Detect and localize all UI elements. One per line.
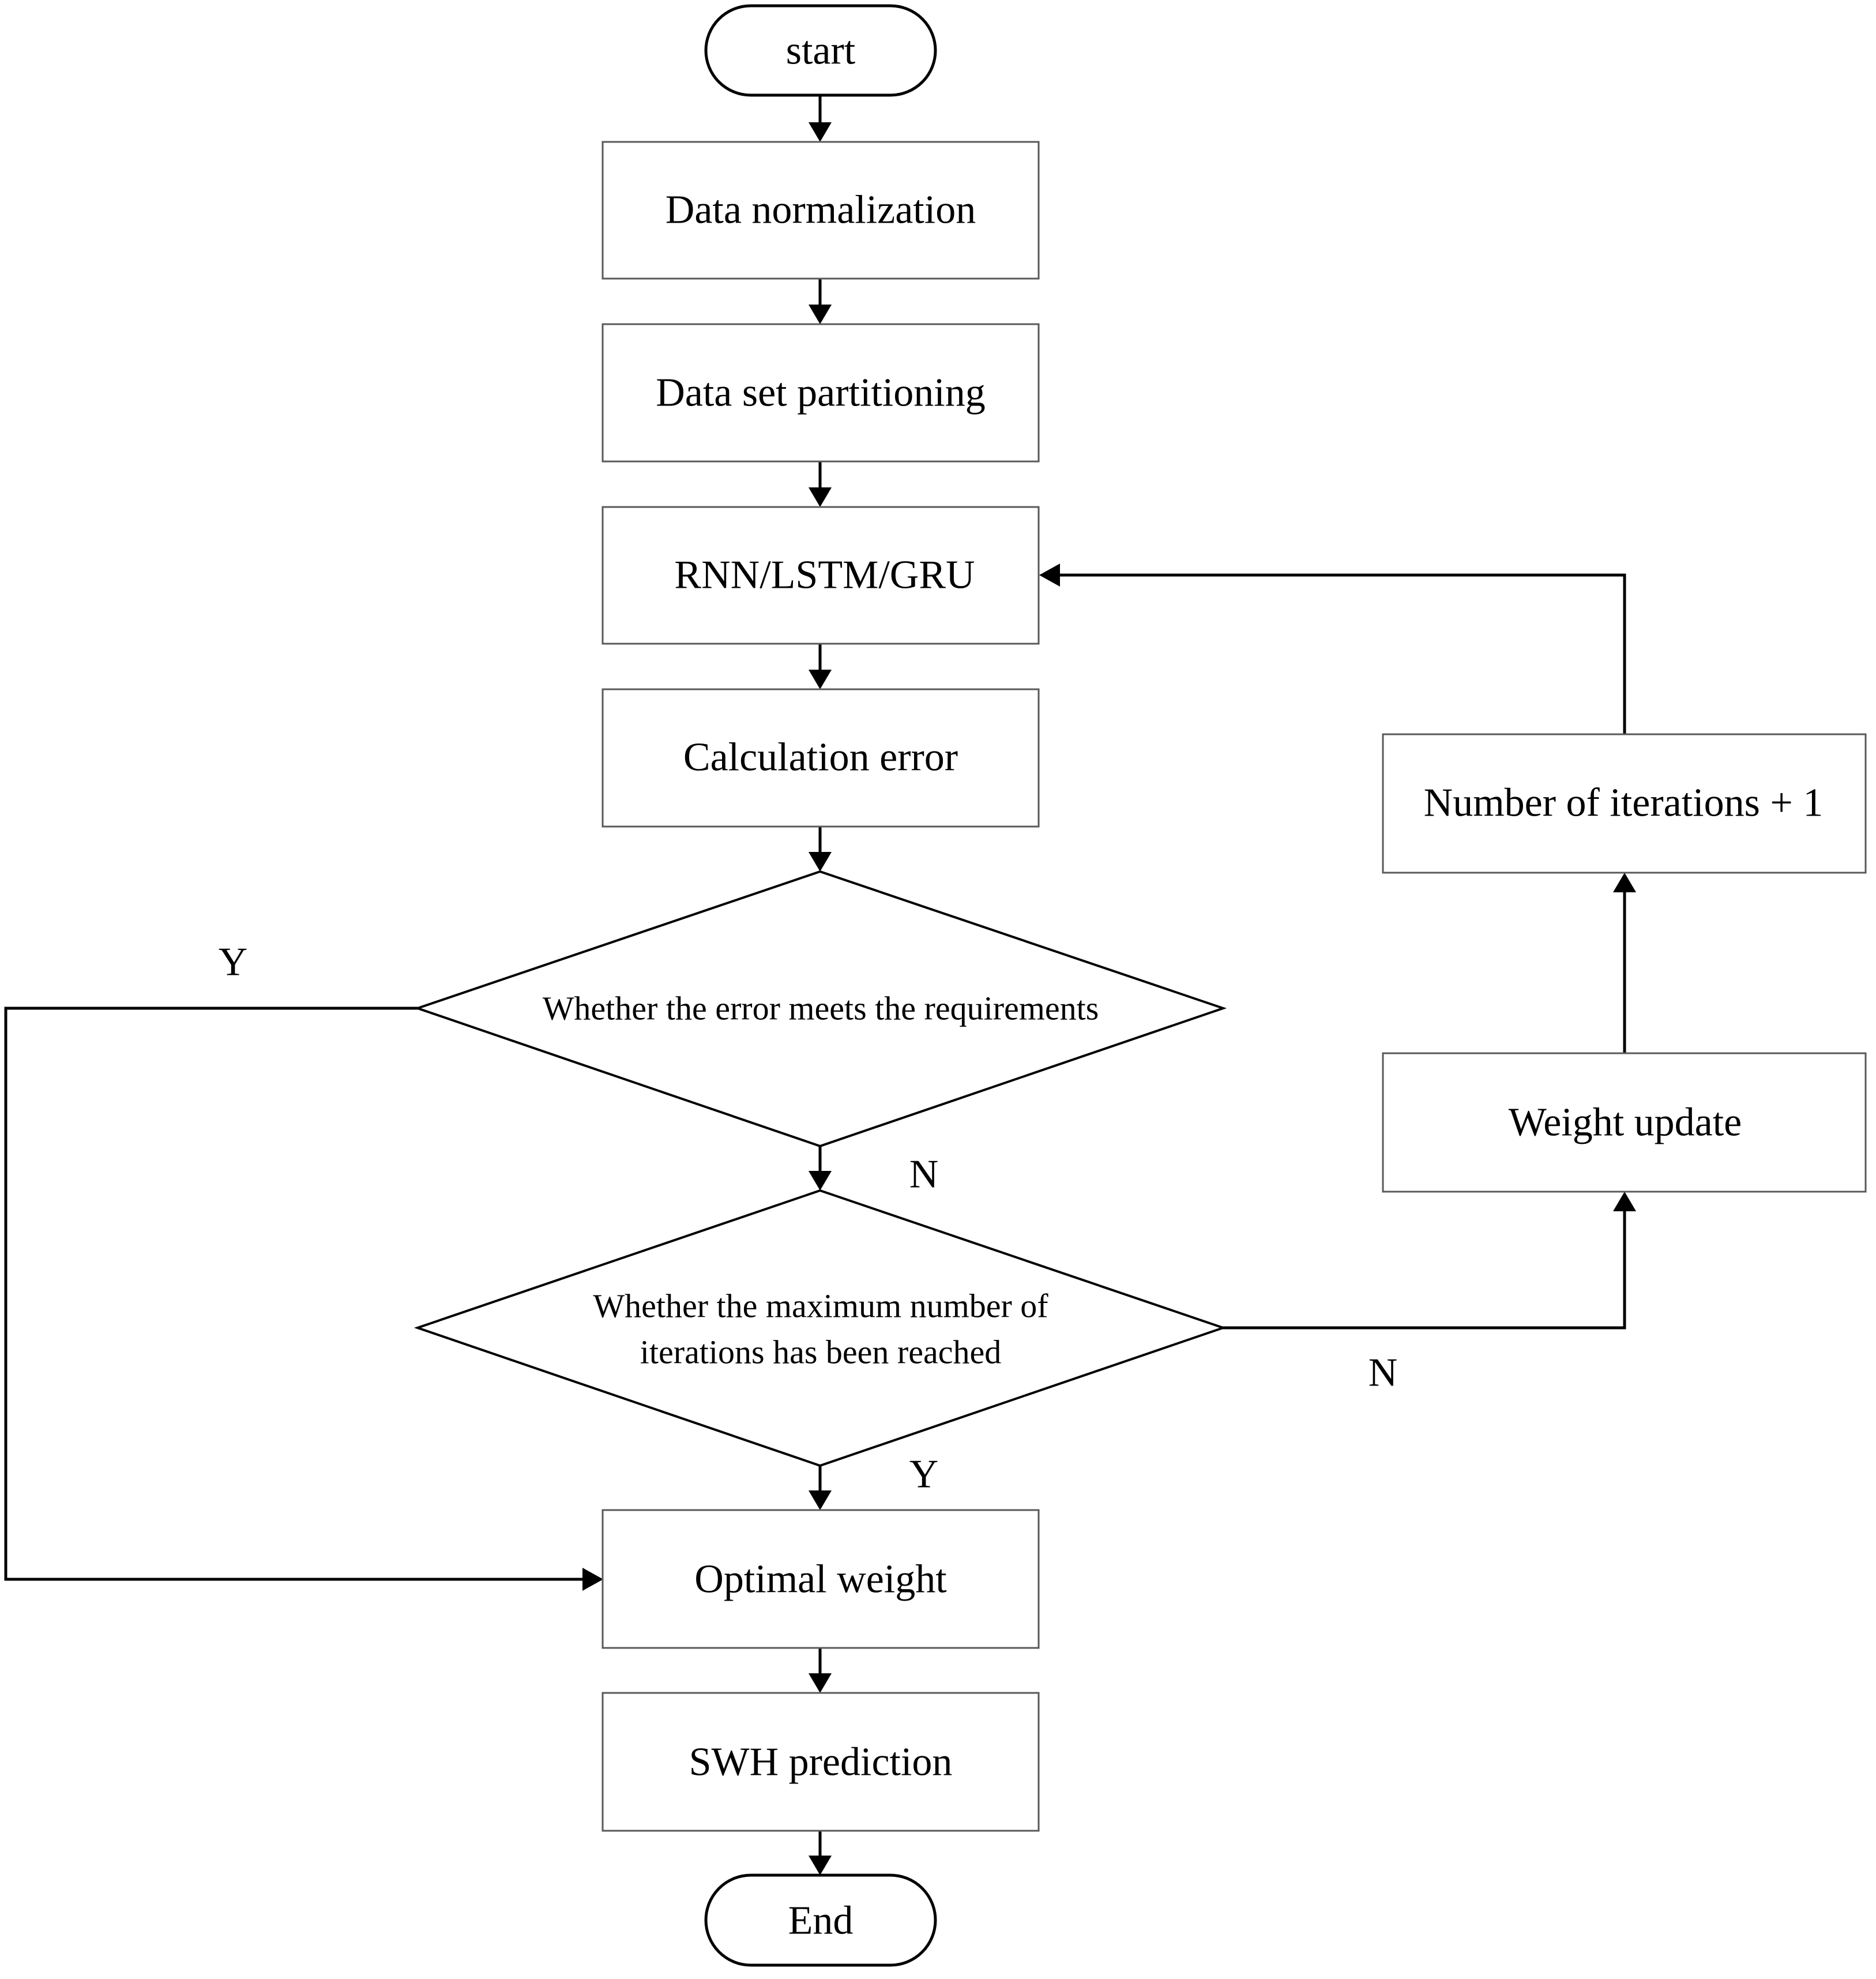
error-check-no-label: N bbox=[909, 1152, 939, 1197]
arrowhead-normalization bbox=[809, 122, 832, 142]
arrowhead-weight-update bbox=[1613, 1192, 1636, 1211]
error-check-label: Whether the error meets the requirements bbox=[543, 990, 1099, 1027]
optimal-weight-step: Optimal weight bbox=[601, 1509, 1040, 1649]
error-check-decision: Whether the error meets the requirements bbox=[413, 870, 1227, 1148]
connector-max-iter-no bbox=[1223, 1211, 1626, 1330]
arrowhead-max-iter-check bbox=[809, 1171, 832, 1191]
calculation-error-label: Calculation error bbox=[683, 735, 958, 780]
arrowhead-end bbox=[809, 1856, 832, 1875]
arrowhead-prediction bbox=[809, 1673, 832, 1693]
arrowhead-error bbox=[809, 670, 832, 689]
start-node: start bbox=[704, 4, 937, 97]
start-label: start bbox=[786, 29, 856, 73]
end-label: End bbox=[788, 1899, 854, 1943]
arrowhead-optimal-weight bbox=[809, 1490, 832, 1510]
error-check-yes-label: Y bbox=[219, 940, 248, 985]
swh-prediction-label: SWH prediction bbox=[689, 1740, 953, 1785]
max-iteration-check-decision: Whether the maximum number of iterations… bbox=[413, 1189, 1227, 1467]
arrowhead-error-check bbox=[809, 852, 832, 872]
optimal-weight-label: Optimal weight bbox=[694, 1557, 947, 1602]
max-iter-no-label: N bbox=[1369, 1351, 1398, 1395]
end-node: End bbox=[704, 1873, 937, 1967]
max-iteration-check-label-line1: Whether the maximum number of bbox=[593, 1287, 1048, 1325]
weight-update-step: Weight update bbox=[1382, 1052, 1867, 1193]
arrowhead-model bbox=[809, 487, 832, 507]
data-normalization-label: Data normalization bbox=[666, 188, 976, 232]
data-normalization-step: Data normalization bbox=[601, 141, 1040, 280]
arrowhead-model-right bbox=[1039, 564, 1060, 587]
data-set-partitioning-step: Data set partitioning bbox=[601, 323, 1040, 463]
calculation-error-step: Calculation error bbox=[601, 688, 1040, 828]
model-label: RNN/LSTM/GRU bbox=[674, 553, 975, 598]
arrowhead-increment bbox=[1613, 873, 1636, 892]
iteration-increment-label: Number of iterations + 1 bbox=[1424, 781, 1824, 825]
swh-prediction-step: SWH prediction bbox=[601, 1692, 1040, 1832]
max-iter-yes-label: Y bbox=[909, 1452, 939, 1497]
connectors bbox=[4, 95, 1636, 1875]
weight-update-label: Weight update bbox=[1509, 1101, 1742, 1145]
connector-loop-back-to-model bbox=[1060, 573, 1626, 734]
branch-labels: Y N Y N bbox=[219, 940, 1398, 1497]
arrowhead-partitioning bbox=[809, 305, 832, 324]
max-iteration-check-label-line2: iterations has been reached bbox=[640, 1334, 1001, 1371]
model-step: RNN/LSTM/GRU bbox=[601, 506, 1040, 645]
connector-error-check-yes bbox=[4, 1007, 582, 1581]
iteration-increment-step: Number of iterations + 1 bbox=[1382, 733, 1867, 874]
data-set-partitioning-label: Data set partitioning bbox=[656, 371, 986, 415]
arrowhead-optimal-weight-left bbox=[582, 1568, 603, 1591]
